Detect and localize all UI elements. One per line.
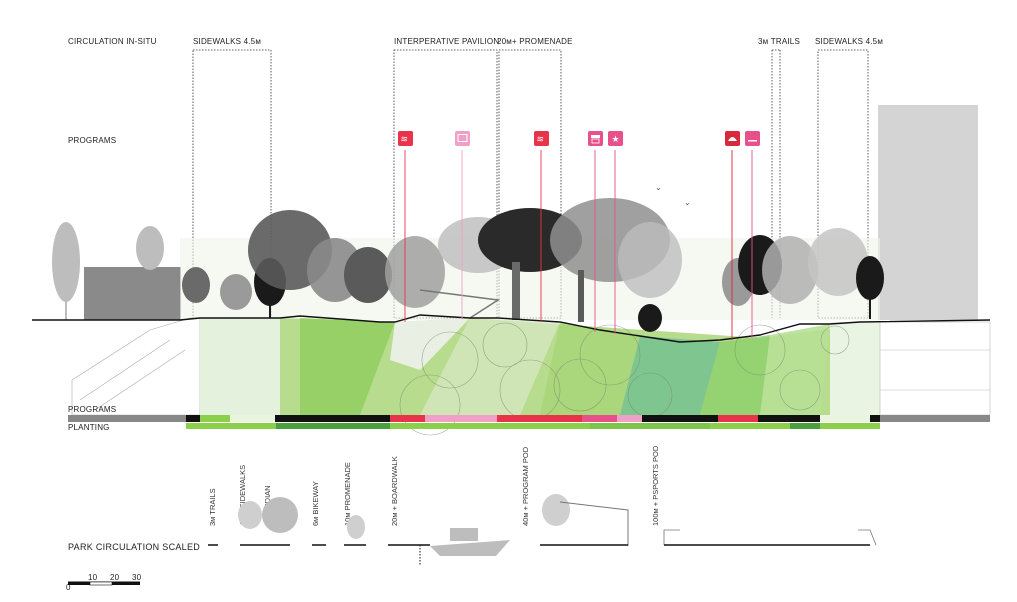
scale-tick-30: 30 xyxy=(132,573,142,582)
scale-tick-20: 20 xyxy=(110,573,120,582)
screen-icon xyxy=(455,131,470,146)
lounge-icon xyxy=(745,131,760,146)
scaled-label-sidewalks: 4.5м SIDEWALKS xyxy=(238,465,247,526)
scaled-label-program-pod: 40м + PROGRAM POD xyxy=(521,446,530,526)
scale-tick-10: 10 xyxy=(88,573,98,582)
interpretive-pavilion-label: INTERPERATIVE PAVILION xyxy=(394,37,499,46)
park-circulation-scaled-label: PARK CIRCULATION SCALED xyxy=(68,542,200,552)
programs-top-label: PROGRAMS xyxy=(68,136,116,145)
program-icons: ≋ ≋ ★ xyxy=(398,131,760,340)
market-icon xyxy=(588,131,603,146)
svg-text:⌄: ⌄ xyxy=(655,183,662,192)
scaled-section-items: 3м TRAILS 4.5м SIDEWALKS 3м MEDIAN 6м BI… xyxy=(208,445,877,565)
sport-icon xyxy=(608,131,623,146)
scaled-label-boardwalk: 20м + BOARDWALK xyxy=(390,456,399,526)
sidewalks-right-label: SIDEWALKS 4.5м xyxy=(815,37,883,46)
circulation-in-situ-label: CIRCULATION IN-SITU xyxy=(68,37,157,46)
scaled-label-bikeway: 6м BIKEWAY xyxy=(311,481,320,526)
promenade-label: 20м+ PROMENADE xyxy=(497,37,573,46)
svg-text:≋: ≋ xyxy=(401,135,409,145)
section-trees: ⌄ ⌄ xyxy=(52,183,884,332)
park-plan xyxy=(71,317,991,436)
scale-bar: 0 10 20 30 xyxy=(66,573,142,592)
building-left xyxy=(84,267,181,320)
planting-bar-label: PLANTING xyxy=(68,423,110,432)
trails-label: 3м TRAILS xyxy=(758,37,800,46)
scale-tick-0: 0 xyxy=(66,583,71,592)
scaled-label-promenade: 10м PROMENADE xyxy=(343,462,352,526)
wetland-icon xyxy=(534,131,549,146)
svg-text:≋: ≋ xyxy=(537,135,545,145)
planting-bar xyxy=(186,423,880,429)
programs-bar-label: PROGRAMS xyxy=(68,405,116,414)
svg-text:★: ★ xyxy=(612,135,620,145)
ground-line xyxy=(32,314,991,343)
scaled-label-sports-pod: 100м + PSPORTS POD xyxy=(651,445,660,526)
sidewalks-left-label: SIDEWALKS 4.5м xyxy=(193,37,261,46)
svg-text:⌄: ⌄ xyxy=(684,198,691,207)
wetland-icon xyxy=(398,131,413,146)
building-right xyxy=(878,105,978,320)
programs-bar xyxy=(68,415,990,422)
scaled-label-trails: 3м TRAILS xyxy=(208,488,217,526)
